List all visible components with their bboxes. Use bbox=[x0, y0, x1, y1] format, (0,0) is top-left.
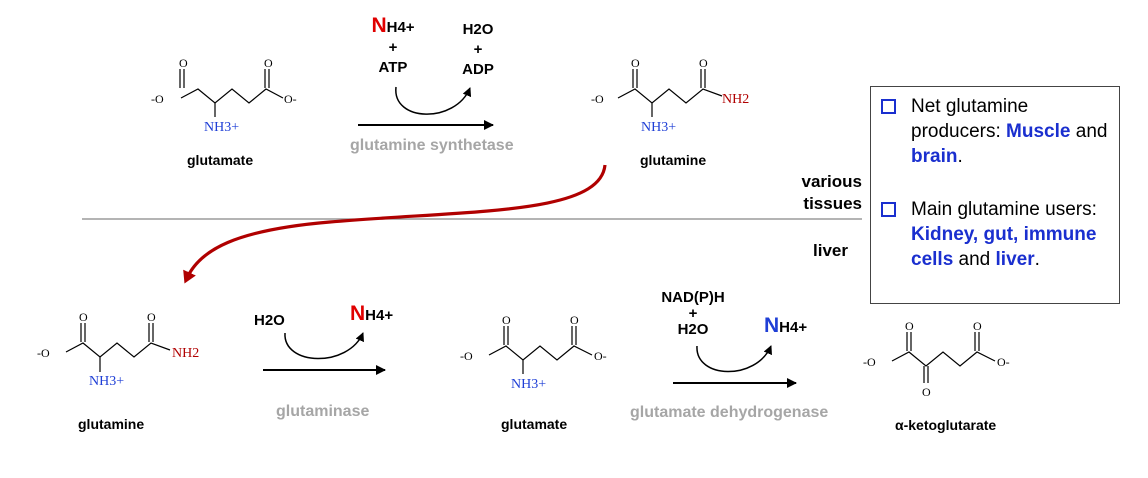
highlight-brain: brain bbox=[911, 146, 958, 167]
nitrogen-highlight: N bbox=[764, 314, 780, 337]
glutaminase-ammonium: NH4+ bbox=[350, 302, 394, 326]
plus-sign: + bbox=[473, 41, 483, 58]
glutamine-structure-top bbox=[617, 69, 723, 117]
carboxylate-oxygen: -O bbox=[460, 349, 473, 363]
enzyme-glutamine-synthetase: glutamine synthetase bbox=[350, 137, 514, 154]
bullet-text-part: Main glutamine users: bbox=[911, 199, 1097, 220]
cofactor-arrow-3 bbox=[696, 345, 772, 373]
checkbox-bullet-icon bbox=[881, 202, 896, 217]
amine-group: NH3+ bbox=[641, 120, 676, 135]
glutamate-structure-bottom bbox=[488, 326, 593, 374]
ammonium-label: H4+ bbox=[365, 307, 394, 324]
carboxylate-oxygen: -O bbox=[37, 346, 50, 360]
ammonium-label: H4+ bbox=[386, 19, 415, 36]
oxygen-atom: O bbox=[973, 319, 982, 333]
water-label: H2O bbox=[677, 321, 709, 338]
compound-label-glutamate: glutamate bbox=[501, 416, 568, 432]
cofactor-arrow-1 bbox=[395, 86, 472, 115]
bullet-text: Main glutamine users: Kidney, gut, immun… bbox=[911, 197, 1116, 272]
adp-label: ADP bbox=[462, 61, 494, 78]
nitrogen-highlight: N bbox=[371, 14, 387, 37]
tissues-label: various tissues bbox=[770, 171, 862, 215]
glutaminase-water-label: H2O bbox=[254, 312, 285, 329]
nitrogen-highlight: N bbox=[350, 302, 366, 325]
highlight-users: Kidney, gut, immune cells bbox=[911, 224, 1097, 270]
bullet-text-part: and bbox=[953, 249, 996, 270]
checkbox-bullet-icon bbox=[881, 99, 896, 114]
transport-arrow bbox=[183, 164, 607, 284]
carboxylate-oxygen: -O bbox=[863, 355, 876, 369]
amide-group: NH2 bbox=[172, 346, 199, 361]
plus-sign: + bbox=[388, 39, 398, 56]
ketoglutarate-structure bbox=[891, 332, 996, 383]
oxygen-atom: O bbox=[631, 56, 640, 70]
bullet-text: Net glutamine producers: Muscle and brai… bbox=[911, 94, 1116, 169]
highlight-muscle: Muscle bbox=[1006, 121, 1071, 142]
oxygen-atom: O bbox=[502, 313, 511, 327]
bullet-text-part: . bbox=[1034, 249, 1040, 270]
amine-group: NH3+ bbox=[204, 120, 239, 135]
dehydrogenase-ammonium: NH4+ bbox=[764, 314, 808, 338]
nadph-label: NAD(P)H bbox=[661, 289, 725, 306]
atp-label: ATP bbox=[378, 59, 408, 76]
water-label: H2O bbox=[462, 21, 494, 38]
ammonium-label: H4+ bbox=[779, 319, 808, 336]
amine-group: NH3+ bbox=[511, 377, 546, 392]
enzyme-glutamate-dehydrogenase: glutamate dehydrogenase bbox=[630, 404, 829, 421]
info-box: Net glutamine producers: Muscle and brai… bbox=[870, 86, 1120, 304]
enzyme-glutaminase: glutaminase bbox=[276, 403, 370, 420]
highlight-liver: liver bbox=[995, 249, 1035, 270]
oxygen-atom: O bbox=[79, 310, 88, 324]
reaction1-outputs: H2O + ADP bbox=[448, 20, 508, 80]
carboxylate-oxygen: -O bbox=[591, 92, 604, 106]
carboxylate-oxygen: -O bbox=[151, 92, 164, 106]
carboxylate-oxygen: O- bbox=[594, 349, 607, 363]
amine-group: NH3+ bbox=[89, 374, 124, 389]
oxygen-atom: O bbox=[570, 313, 579, 327]
carboxylate-oxygen: O- bbox=[284, 92, 297, 106]
compound-label-glutamate: glutamate bbox=[187, 152, 254, 168]
reaction3-inputs: NAD(P)H + H2O bbox=[648, 288, 738, 340]
bullet-text-part: Net glutamine producers: bbox=[911, 96, 1029, 142]
ketone-oxygen: O bbox=[922, 385, 931, 399]
oxygen-atom: O bbox=[699, 56, 708, 70]
tissues-text: tissues bbox=[803, 194, 862, 213]
glutamate-structure-top bbox=[179, 69, 284, 117]
compound-label-ketoglutarate: α-ketoglutarate bbox=[895, 417, 997, 433]
cofactor-arrow-2 bbox=[284, 332, 364, 360]
liver-label: liver bbox=[813, 241, 848, 260]
amide-group: NH2 bbox=[722, 92, 749, 107]
bullet-text-part: . bbox=[957, 146, 963, 167]
reaction1-inputs: NH4+ + ATP bbox=[363, 14, 423, 78]
glutamine-structure-bottom bbox=[65, 323, 171, 372]
oxygen-atom: O bbox=[179, 56, 188, 70]
bullet-text-part: and bbox=[1070, 121, 1108, 142]
various-text: various bbox=[801, 172, 862, 191]
plus-sign: + bbox=[688, 305, 698, 322]
oxygen-atom: O bbox=[147, 310, 156, 324]
compound-label-glutamine: glutamine bbox=[640, 152, 707, 168]
carboxylate-oxygen: O- bbox=[997, 355, 1010, 369]
oxygen-atom: O bbox=[264, 56, 273, 70]
oxygen-atom: O bbox=[905, 319, 914, 333]
compound-label-glutamine: glutamine bbox=[78, 416, 145, 432]
